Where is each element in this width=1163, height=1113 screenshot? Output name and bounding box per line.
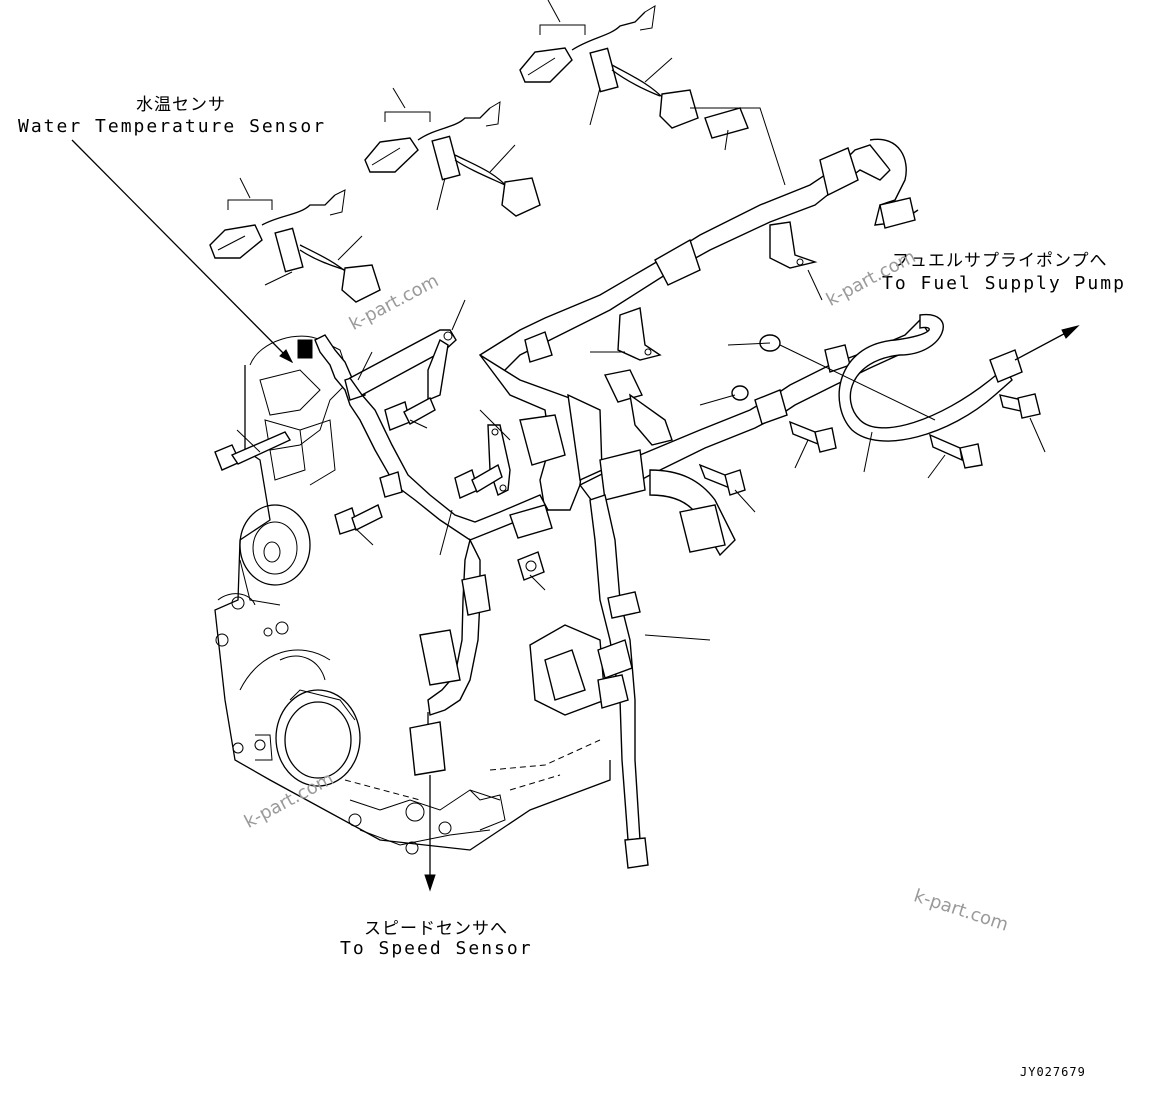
speed-sensor-label-jp: スピードセンサへ [364, 919, 508, 939]
fuel-supply-pump-label-jp: フュエルサプライポンプへ [892, 251, 1108, 271]
water-temp-sensor-label-en: Water Temperature Sensor [18, 116, 327, 137]
drawing-code: JY027679 [1020, 1065, 1086, 1079]
fuel-supply-pump-label-en: To Fuel Supply Pump [882, 273, 1126, 294]
injector-connector-set-2 [364, 87, 541, 217]
injector-connector-set-1 [209, 177, 381, 303]
main-harness [297, 138, 1023, 869]
injector-connector-set-3 [519, 0, 786, 186]
engine-block [214, 335, 611, 855]
bolts [214, 334, 1041, 581]
water-temp-sensor-label-jp: 水温センサ [136, 95, 226, 115]
leader-lines [71, 139, 1080, 892]
speed-sensor-label-en: To Speed Sensor [340, 938, 533, 959]
